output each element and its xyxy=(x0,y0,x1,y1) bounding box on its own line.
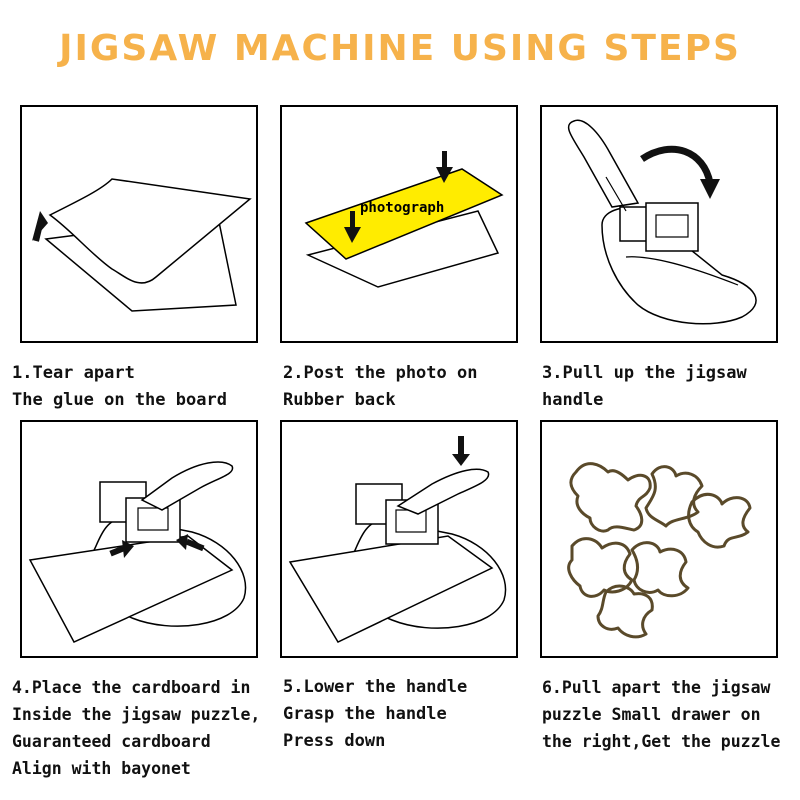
step-4-caption: 4.Place the cardboard in Inside the jigs… xyxy=(12,674,260,782)
down-arrow-icon xyxy=(452,436,470,466)
step-1-panel xyxy=(20,105,258,343)
caption-line: puzzle Small drawer on xyxy=(542,705,761,724)
step-5-panel xyxy=(280,420,518,658)
step-2-caption: 2.Post the photo on Rubber back xyxy=(283,360,477,414)
step-2-panel: photograph xyxy=(280,105,518,343)
step-4-panel xyxy=(20,420,258,658)
step-1-caption: 1.Tear apart The glue on the board xyxy=(12,360,227,414)
step-3-caption: 3.Pull up the jigsaw handle xyxy=(542,360,747,414)
caption-line: 6.Pull apart the jigsaw xyxy=(542,678,771,697)
step-3-panel xyxy=(540,105,778,343)
puzzle-pieces-illustration xyxy=(567,462,752,639)
photo-on-board-illustration: photograph xyxy=(304,151,504,288)
caption-line: Guaranteed cardboard xyxy=(12,732,211,751)
step-6-caption: 6.Pull apart the jigsaw puzzle Small dra… xyxy=(542,674,780,755)
caption-line: Press down xyxy=(283,731,386,751)
down-arrow-icon xyxy=(344,211,361,243)
caption-line: the right,Get the puzzle xyxy=(542,732,781,751)
caption-line: 3.Pull up the jigsaw xyxy=(542,363,747,383)
caption-line: Grasp the handle xyxy=(283,704,447,724)
puzzle-piece-icon xyxy=(630,541,690,598)
page-title: JIGSAW MACHINE USING STEPS xyxy=(59,28,741,69)
puzzle-piece-icon xyxy=(687,492,752,549)
caption-line: Rubber back xyxy=(283,390,396,410)
insert-cardboard-illustration xyxy=(28,461,247,643)
puzzle-piece-icon xyxy=(596,584,654,639)
press-handle-illustration xyxy=(288,436,507,643)
caption-line: Inside the jigsaw puzzle, xyxy=(12,705,261,724)
caption-line: 1.Tear apart xyxy=(12,363,135,383)
puzzle-piece-icon xyxy=(567,537,634,598)
left-arrow-icon xyxy=(176,534,205,552)
handle-raised-illustration xyxy=(567,119,757,325)
caption-line: 2.Post the photo on xyxy=(283,363,478,383)
curved-arrow-icon xyxy=(640,145,714,184)
up-arrow-icon xyxy=(32,211,48,242)
photograph-label: photograph xyxy=(360,200,444,216)
puzzle-piece-icon xyxy=(569,462,652,533)
caption-line: handle xyxy=(542,390,604,410)
peeling-sheet-illustration xyxy=(32,178,252,312)
caption-line: Align with bayonet xyxy=(12,759,191,778)
down-arrow-icon xyxy=(436,151,453,183)
step-6-panel xyxy=(540,420,778,658)
caption-line: The glue on the board xyxy=(12,390,227,410)
puzzle-piece-icon xyxy=(644,465,704,528)
step-5-caption: 5.Lower the handle Grasp the handle Pres… xyxy=(283,674,467,755)
right-arrow-icon xyxy=(109,540,134,558)
caption-line: 4.Place the cardboard in xyxy=(12,678,251,697)
caption-line: 5.Lower the handle xyxy=(283,677,468,697)
